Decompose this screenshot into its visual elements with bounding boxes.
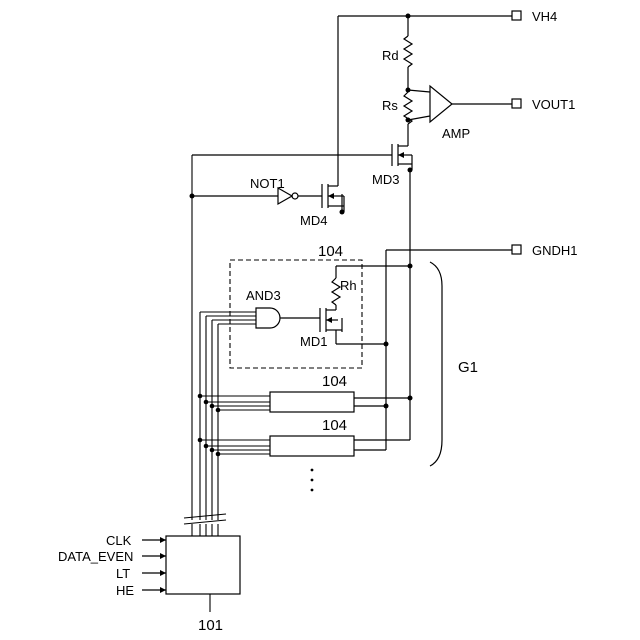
gndh1-label: GNDH1 <box>532 243 578 258</box>
md4-label: MD4 <box>300 213 327 228</box>
sense-column <box>404 16 412 140</box>
controller-block-101 <box>142 536 240 612</box>
continuation-dots <box>311 469 314 492</box>
md4-transistor <box>322 16 345 215</box>
block-104-label-c: 104 <box>322 417 347 434</box>
block-104-b <box>198 392 413 412</box>
signal-bus <box>184 155 226 536</box>
amp-symbol <box>408 86 521 122</box>
md3-transistor <box>192 140 412 170</box>
block-104-detail <box>230 260 362 368</box>
block-104-label-a: 104 <box>318 243 343 260</box>
gndh1-rail <box>386 245 521 450</box>
vh4-label: VH4 <box>532 9 557 24</box>
block-104-label-b: 104 <box>322 373 347 390</box>
rs-label: Rs <box>382 98 398 113</box>
rh-label: Rh <box>340 278 357 293</box>
controller-label: 101 <box>198 617 223 634</box>
he-label: HE <box>116 583 134 598</box>
rd-resistor <box>404 36 412 67</box>
not1-label: NOT1 <box>250 176 285 191</box>
md1-label: MD1 <box>300 334 327 349</box>
amp-label: AMP <box>442 126 470 141</box>
rd-label: Rd <box>382 48 399 63</box>
block-104-c <box>198 436 410 456</box>
md3-label: MD3 <box>372 172 399 187</box>
data-even-label: DATA_EVEN <box>58 549 133 564</box>
and3-label: AND3 <box>246 288 281 303</box>
g1-bracket <box>430 262 442 466</box>
vh4-rail <box>338 11 521 20</box>
vout1-label: VOUT1 <box>532 97 575 112</box>
g1-label: G1 <box>458 359 478 376</box>
lt-label: LT <box>116 566 130 581</box>
clk-label: CLK <box>106 533 132 548</box>
md1-transistor <box>282 305 389 347</box>
